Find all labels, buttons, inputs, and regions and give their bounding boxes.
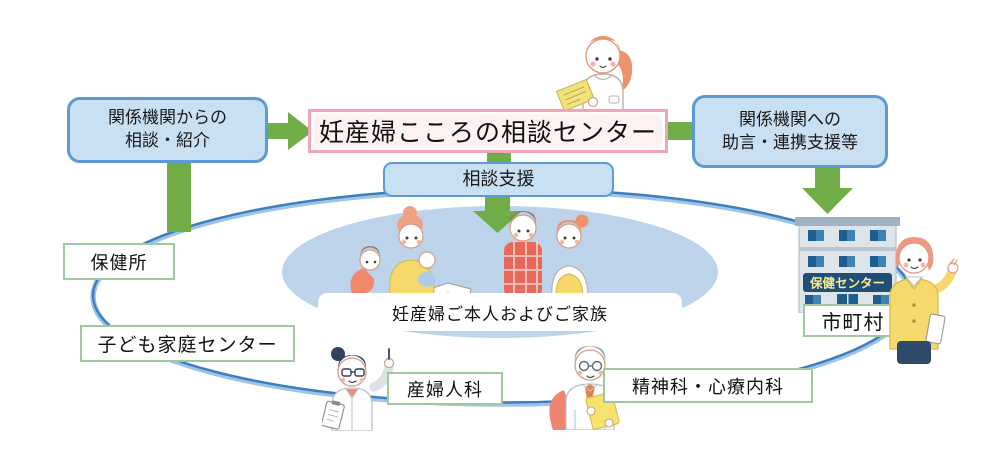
- label-expectant-mothers-and-families: 妊産婦ご本人およびご家族: [318, 293, 682, 331]
- connector-left-down: [167, 160, 191, 232]
- label-obstetrics: 産婦人科: [387, 372, 503, 405]
- connector-center-right: [665, 122, 694, 140]
- municipality-staff-illustration: [889, 237, 959, 364]
- arrow-advice-head: [802, 188, 853, 214]
- node-referral-line1: 関係機関からの: [108, 108, 227, 128]
- label-obstetrics-text: 産婦人科: [407, 379, 483, 400]
- label-psychiatry: 精神科・心療内科: [603, 368, 813, 403]
- node-advice-to-agencies: 関係機関への 助言・連携支援等: [692, 95, 888, 168]
- node-advice-line1: 関係機関への: [739, 109, 841, 129]
- node-consultation-center: 妊産婦こころの相談センター: [308, 109, 668, 153]
- label-municipality: 市町村: [803, 304, 903, 337]
- node-referral-line2: 相談・紹介: [125, 131, 210, 150]
- node-advice-line2: 助言・連携支援等: [722, 132, 858, 152]
- obstetrician-illustration: [322, 347, 395, 431]
- arrow-referral-head: [288, 112, 313, 150]
- building-windows: [805, 230, 889, 306]
- node-consultation-support-label: 相談支援: [462, 169, 535, 190]
- arrow-support-head: [473, 211, 522, 233]
- node-consultation-center-title: 妊産婦こころの相談センター: [318, 119, 657, 147]
- counselor-woman-illustration: [555, 35, 633, 112]
- label-municipality-text: 市町村: [821, 312, 885, 334]
- node-referral-from-agencies: 関係機関からの 相談・紹介: [67, 97, 268, 163]
- label-psychiatry-text: 精神科・心療内科: [632, 376, 784, 397]
- arrow-advice-shaft: [815, 166, 840, 190]
- building-sign-text: 保健センター: [809, 276, 885, 291]
- building-sign-banner: [803, 273, 892, 292]
- node-consultation-support: 相談支援: [383, 162, 614, 197]
- label-child-family-center: 子ども家庭センター: [80, 325, 295, 362]
- family-group-illustration: [350, 206, 589, 300]
- arrow-referral-shaft: [264, 123, 290, 139]
- arrow-support-shaft: [485, 195, 510, 213]
- green-connectors: [167, 112, 853, 233]
- label-health-office-text: 保健所: [90, 252, 148, 273]
- label-health-office: 保健所: [63, 243, 175, 280]
- label-child-family-center-text: 子ども家庭センター: [97, 335, 278, 356]
- label-expectant-mothers-text: 妊産婦ご本人およびご家族: [392, 304, 608, 324]
